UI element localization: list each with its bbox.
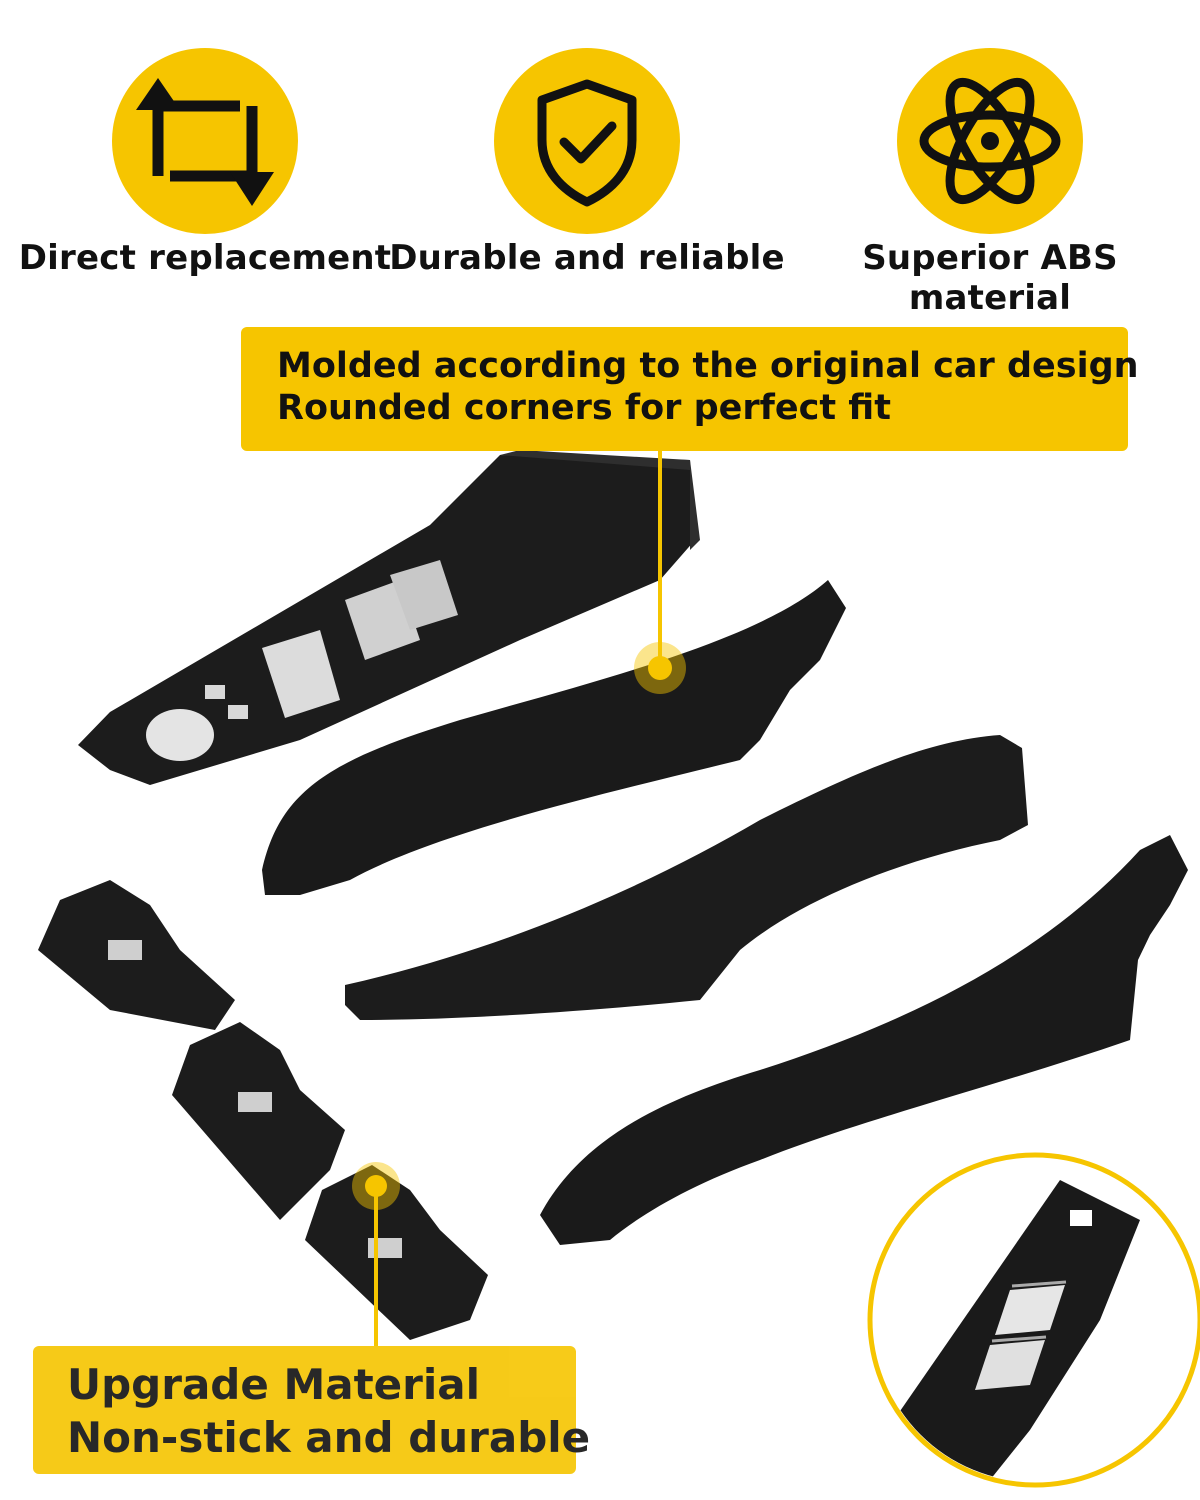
shield-check-icon [494,48,680,234]
feature-label: Direct replacement [18,238,392,278]
callout-line: Molded according to the original car des… [277,346,1139,386]
switch-panel-large [78,450,700,785]
callout-line: Rounded corners for perfect fit [277,388,891,428]
trim-strip-3 [540,835,1188,1245]
callout-upgrade-material: Upgrade Material Non-stick and durable [33,1346,591,1474]
callout-line: Non-stick and durable [67,1413,591,1462]
callout-connector-top [634,451,686,694]
feature-direct-replacement: Direct replacement [5,48,405,298]
feature-label: Durable and reliable [389,238,785,278]
feature-abs-material: Superior ABS material [790,48,1190,318]
small-switch-bezel-1 [38,880,235,1030]
feature-label: Superior ABS material [862,238,1118,318]
callout-connector-bottom [352,1162,400,1346]
detail-zoom-circle [867,1152,1200,1488]
callout-original-design: Molded according to the original car des… [241,327,1139,451]
replace-arrows-icon [112,48,298,234]
trim-strip-2 [345,735,1028,1020]
small-switch-bezel-2 [172,1022,345,1220]
callout-line: Upgrade Material [67,1360,481,1409]
trim-strip-1 [262,580,846,895]
feature-durable-reliable: Durable and reliable [387,48,787,298]
atom-icon [897,48,1083,234]
